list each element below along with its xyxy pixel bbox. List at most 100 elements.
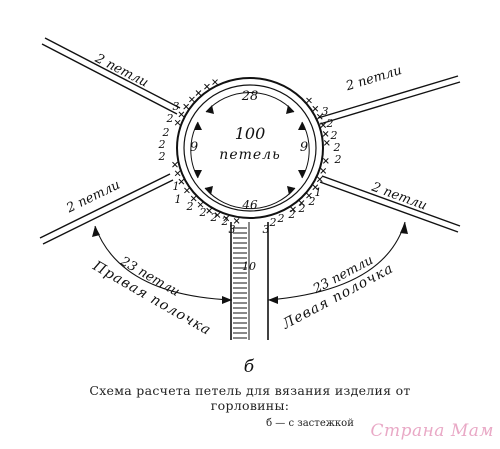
raglan-number: 2 xyxy=(326,117,334,130)
raglan-number: 2 xyxy=(221,215,229,228)
raglan-number: 3 xyxy=(322,105,329,118)
stitch-cross xyxy=(316,176,323,183)
raglan-number: 2 xyxy=(277,212,285,225)
arrow-top xyxy=(205,91,295,113)
sweep-arrowhead-right-end xyxy=(268,296,278,304)
stitch-cross xyxy=(172,161,178,168)
center-count-label: 100 xyxy=(235,124,266,143)
stitch-cross xyxy=(298,200,305,206)
stitch-cross xyxy=(178,178,185,185)
sweep-arrowheads xyxy=(92,222,408,304)
stitch-cross xyxy=(189,96,195,103)
raglan-number: 2 xyxy=(158,138,166,151)
arrowhead-right-up xyxy=(298,122,306,130)
raglan-number: 2 xyxy=(158,150,166,163)
raglan-number: 2 xyxy=(333,141,341,154)
arrowhead-left-down xyxy=(194,170,202,178)
stitch-cross xyxy=(204,83,210,90)
placket-count-label: 10 xyxy=(242,260,256,273)
stitch-cross xyxy=(223,215,230,222)
diagram-svg: 28 100 петель 9 9 46 10 2 петли 2 петли … xyxy=(39,37,461,377)
stitch-cross xyxy=(322,131,329,137)
sweep-arrow-right xyxy=(267,221,406,301)
sweep-arrowhead-left-end xyxy=(222,296,232,304)
raglan-number: 2 xyxy=(298,202,306,215)
stitch-cross xyxy=(312,184,319,191)
placket xyxy=(230,222,269,340)
stitch-cross xyxy=(322,157,329,164)
stitch-cross xyxy=(306,192,312,199)
top-count-label: 28 xyxy=(241,89,259,104)
bottom-count-label: 46 xyxy=(241,198,258,212)
stitch-cross xyxy=(190,195,197,202)
stitch-cross xyxy=(214,212,221,218)
arrowhead-bottom-left xyxy=(205,186,213,195)
stitch-cross xyxy=(290,206,296,213)
arrow-bottom xyxy=(204,187,296,210)
raglan-number: 3 xyxy=(229,223,236,236)
stitch-cross xyxy=(312,105,319,112)
arrowhead-top-left xyxy=(206,105,214,114)
stitch-cross xyxy=(197,201,204,208)
arrowhead-right-down xyxy=(298,170,306,178)
right-side-count-label: 9 xyxy=(300,140,308,155)
raglan-number: 1 xyxy=(315,186,322,199)
sleeve-bottom-left-label: 2 петли xyxy=(63,178,122,217)
raglan-number: 2 xyxy=(162,126,170,139)
stitch-cross xyxy=(320,122,327,128)
raglan-line-bottom-right-b xyxy=(319,181,459,233)
arrowhead-left-up xyxy=(194,122,202,130)
sweep-arrowhead-right-top xyxy=(400,222,408,234)
stitch-cross xyxy=(212,79,218,85)
stitch-cross xyxy=(320,168,327,174)
caption-line-2: горловины: xyxy=(210,398,290,413)
raglan-line-top-right-b xyxy=(319,81,461,125)
stitch-cross xyxy=(316,113,323,120)
raglan-number: 3 xyxy=(263,223,270,236)
caption-line-3: б — с застежкой xyxy=(266,418,354,429)
raglan-line-bottom-left-b xyxy=(42,179,174,245)
left-side-count-label: 9 xyxy=(190,140,198,155)
sleeve-top-right-label: 2 петли xyxy=(343,63,403,94)
sweep-arrows xyxy=(94,221,406,301)
stitch-cross xyxy=(174,119,181,126)
sleeve-bottom-right-label: 2 петли xyxy=(369,179,429,213)
neck-outer-circle xyxy=(176,77,324,219)
raglan-line-top-left-b xyxy=(41,43,178,115)
raglan-number: 2 xyxy=(269,216,277,229)
raglan-line-top-left-a xyxy=(44,37,181,109)
placket-ticks xyxy=(233,227,247,339)
raglan-line-bottom-right-a xyxy=(321,175,461,227)
stitch-cross xyxy=(233,218,240,224)
sweep-arrow-left xyxy=(94,225,233,301)
raglan-number: 2 xyxy=(334,153,342,166)
neck-ring xyxy=(176,77,324,219)
stitch-cross xyxy=(183,103,190,110)
neck-inner-circle xyxy=(183,84,317,212)
raglan-lines xyxy=(39,37,461,245)
raglan-number: 2 xyxy=(308,195,316,208)
stitch-cross xyxy=(174,170,181,177)
stitch-cross xyxy=(306,97,312,104)
sweep-arrowhead-left-top xyxy=(92,226,100,237)
raglan-number: 2 xyxy=(330,129,338,142)
stitch-cross xyxy=(184,187,190,194)
stitch-cross xyxy=(206,207,213,214)
raglan-line-top-right-a xyxy=(317,75,459,119)
raglan-number: 2 xyxy=(199,206,207,219)
arrowhead-bottom-right xyxy=(287,186,295,195)
raglan-number: 2 xyxy=(186,200,194,213)
stitch-cross xyxy=(323,139,330,146)
raglan-number: 2 xyxy=(210,211,218,224)
raglan-number: 2 xyxy=(166,112,174,125)
stitch-crosses xyxy=(172,79,330,224)
arrowhead-top-right xyxy=(286,105,294,114)
stitch-cross xyxy=(178,111,185,118)
raglan-number: 2 xyxy=(288,208,296,221)
raglan-number: 3 xyxy=(173,100,180,113)
caption-line-1: Схема расчета петель для вязания изделия… xyxy=(89,383,411,398)
center-unit-label: петель xyxy=(219,147,280,163)
arrowheads xyxy=(194,105,306,195)
